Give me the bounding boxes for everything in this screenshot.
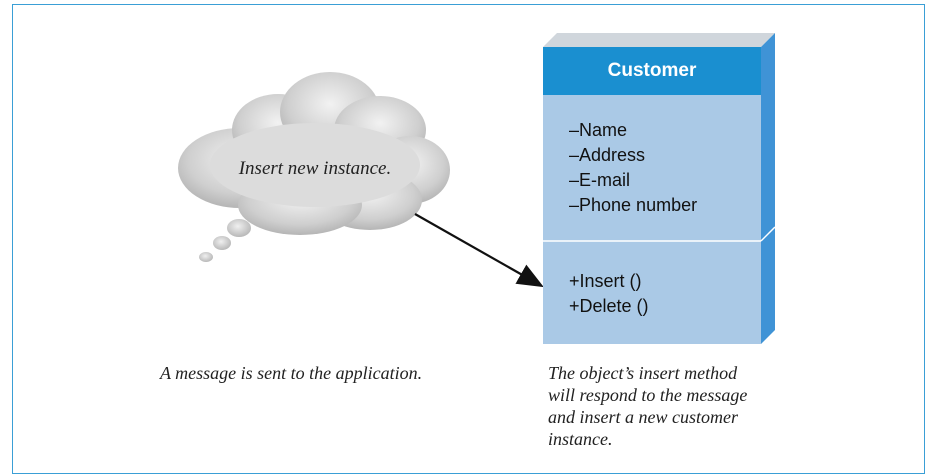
caption-right-line: and insert a new customer (548, 407, 738, 427)
caption-left: A message is sent to the application. (160, 363, 423, 383)
class-methods: +Insert () +Delete () (569, 269, 649, 319)
attribute-address: –Address (569, 145, 646, 165)
method-insert: +Insert () (569, 271, 642, 291)
class-box (543, 33, 776, 344)
attribute-phone: –Phone number (569, 195, 698, 215)
caption-right: The object’s insert method will respond … (548, 362, 808, 450)
thought-cloud (178, 72, 450, 235)
message-arrow (414, 213, 544, 288)
cloud-label: Insert new instance. (238, 158, 392, 179)
caption-right-line: instance. (548, 429, 613, 449)
caption-right-line: The object’s insert method (548, 363, 738, 383)
attribute-name: –Name (569, 120, 628, 140)
class-title: Customer (607, 60, 697, 81)
class-attributes: –Name –Address –E-mail –Phone number (569, 118, 697, 218)
thought-bubbles (199, 219, 251, 262)
caption-right-line: will respond to the message (548, 385, 748, 405)
attribute-email: –E-mail (569, 170, 631, 190)
method-delete: +Delete () (569, 296, 649, 316)
